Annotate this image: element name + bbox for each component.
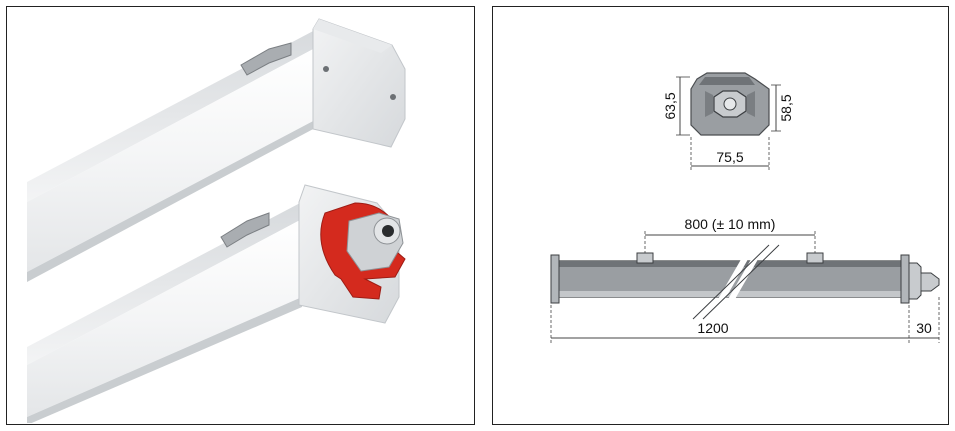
bracket-spacing-label: 800 (± 10 mm) xyxy=(685,216,776,232)
front-height-outer-label: 63,5 xyxy=(662,92,678,119)
dimension-drawing: 63,5 58,5 75,5 800 (± 10 mm) xyxy=(550,72,940,343)
length-label: 1200 xyxy=(697,320,728,336)
break-line xyxy=(702,244,780,320)
luminaire-upper xyxy=(27,18,406,282)
gland-length-label: 30 xyxy=(916,320,932,336)
luminaire-lower xyxy=(27,184,406,423)
technical-drawing-panel: 63,5 58,5 75,5 800 (± 10 mm) xyxy=(492,6,949,425)
screw-icon xyxy=(323,66,329,72)
front-height-inner-label: 58,5 xyxy=(778,94,794,121)
side-view: 800 (± 10 mm) 1200 xyxy=(550,216,940,343)
screw-icon xyxy=(390,94,396,100)
product-rendering xyxy=(27,18,406,423)
mounting-bracket xyxy=(806,252,824,264)
front-view: 63,5 58,5 75,5 xyxy=(662,72,794,171)
cable-gland-icon xyxy=(908,262,940,300)
mounting-bracket xyxy=(636,252,654,264)
product-photo-panel xyxy=(6,6,475,425)
front-width-label: 75,5 xyxy=(716,149,743,165)
break-line xyxy=(692,244,770,320)
